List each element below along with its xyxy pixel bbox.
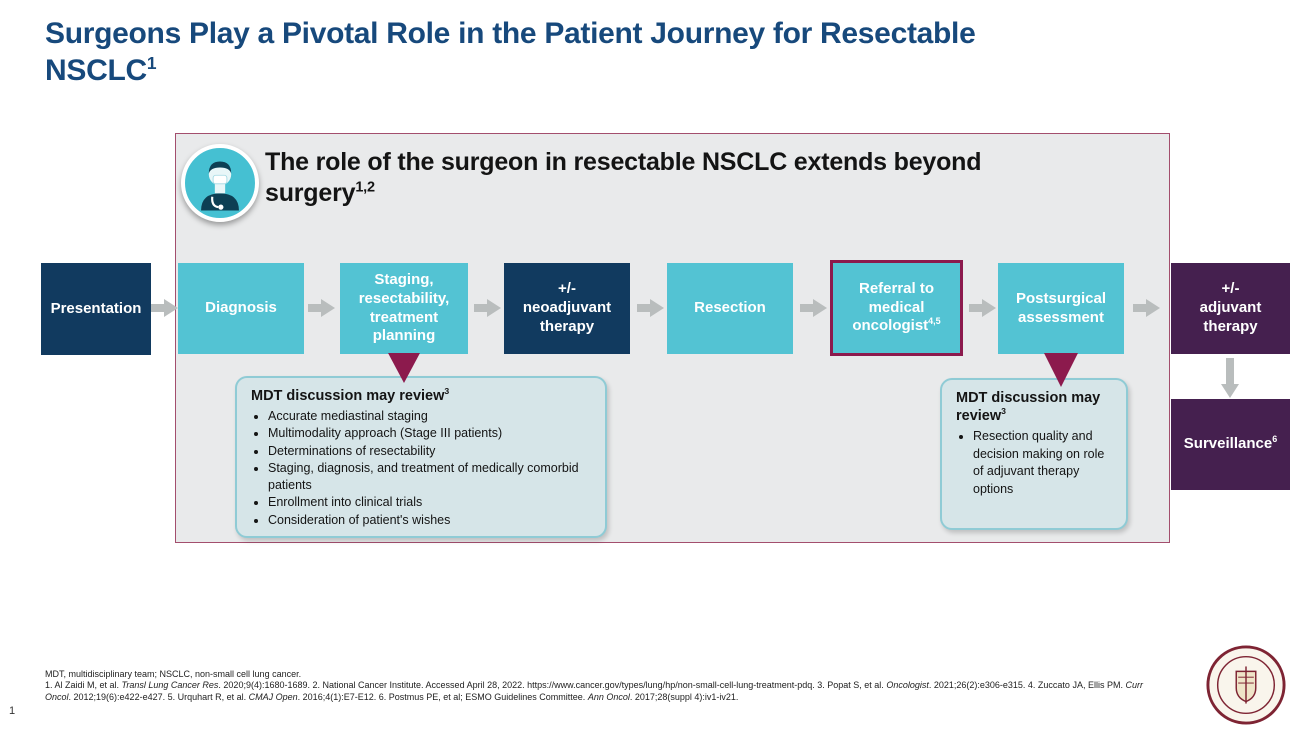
slide-title-superscript: 1 — [146, 52, 157, 73]
flow-step-presentation: Presentation — [41, 263, 151, 355]
flow-step-label: Surveillance6 — [1183, 434, 1278, 453]
right-arrow-icon — [308, 299, 335, 317]
footnotes: MDT, multidisciplinary team; NSCLC, non-… — [45, 669, 1150, 703]
flow-step-superscript: 4,5 — [928, 316, 941, 327]
flow-step-label: Postsurgical assessment — [1015, 289, 1107, 326]
page-number: 1 — [9, 705, 16, 717]
callout-title: MDT discussion may review3 — [956, 390, 1101, 425]
flow-step-superscript: 6 — [1272, 434, 1278, 445]
flow-step-neoadjuvant-therapy: +/- neoadjuvant therapy — [504, 263, 630, 354]
flow-step-diagnosis: Diagnosis — [178, 263, 304, 354]
flow-step-label: Staging, resectability, treatment planni… — [358, 271, 450, 345]
flow-step-label: Presentation — [50, 299, 142, 317]
callout-title-superscript: 3 — [444, 386, 450, 397]
panel-heading: The role of the surgeon in resectable NS… — [265, 147, 1085, 210]
callout-item-list: Accurate mediastinal staging Multimodali… — [251, 408, 591, 529]
callout-item: Enrollment into clinical trials — [268, 494, 591, 511]
right-arrow-icon — [637, 299, 664, 317]
callout-item: Determinations of resectability — [268, 443, 591, 460]
callout-pointer-icon — [1044, 353, 1078, 387]
flow-step-staging: Staging, resectability, treatment planni… — [340, 263, 468, 354]
right-arrow-icon — [800, 299, 827, 317]
flow-step-label: Referral to medical oncologist4,5 — [852, 279, 941, 335]
callout-item: Consideration of patient's wishes — [268, 512, 591, 529]
panel-heading-text: The role of the surgeon in resectable NS… — [265, 148, 982, 208]
mdt-discussion-callout-right: MDT discussion may review3 Resection qua… — [940, 378, 1128, 530]
reference-list: 1. Al Zaidi M, et al. Transl Lung Cancer… — [45, 680, 1143, 702]
callout-item: Accurate mediastinal staging — [268, 408, 591, 425]
callout-item: Staging, diagnosis, and treatment of med… — [268, 460, 591, 495]
flow-step-surveillance: Surveillance6 — [1171, 399, 1290, 490]
flow-step-adjuvant-therapy: +/- adjuvant therapy — [1171, 263, 1290, 354]
callout-item: Multimodality approach (Stage III patien… — [268, 425, 591, 442]
flow-step-referral-medical-oncologist: Referral to medical oncologist4,5 — [830, 260, 963, 356]
flow-step-postsurgical-assessment: Postsurgical assessment — [998, 263, 1124, 354]
callout-title: MDT discussion may review3 — [251, 386, 450, 404]
panel-heading-superscript: 1,2 — [355, 179, 375, 196]
flow-step-label: Resection — [694, 299, 766, 317]
mdt-discussion-callout-left: MDT discussion may review3 Accurate medi… — [235, 376, 607, 538]
flow-step-resection: Resection — [667, 263, 793, 354]
right-arrow-icon — [969, 299, 996, 317]
slide-title-text: Surgeons Play a Pivotal Role in the Pati… — [45, 17, 976, 87]
flow-step-label: +/- neoadjuvant therapy — [522, 280, 612, 335]
callout-item: Resection quality and decision making on… — [973, 428, 1112, 498]
callout-pointer-icon — [388, 353, 420, 383]
abbreviations: MDT, multidisciplinary team; NSCLC, non-… — [45, 669, 302, 679]
flow-step-label: Diagnosis — [205, 299, 277, 317]
down-arrow-icon — [1221, 358, 1239, 398]
slide-title: Surgeons Play a Pivotal Role in the Pati… — [45, 16, 1035, 89]
flow-step-label: +/- adjuvant therapy — [1199, 280, 1262, 335]
right-arrow-icon — [474, 299, 501, 317]
right-arrow-icon — [1133, 299, 1160, 317]
surgeon-icon — [181, 144, 259, 222]
society-seal-logo — [1205, 644, 1287, 726]
right-arrow-icon — [151, 299, 178, 317]
callout-title-superscript: 3 — [1001, 406, 1006, 417]
callout-item-list: Resection quality and decision making on… — [956, 428, 1112, 498]
